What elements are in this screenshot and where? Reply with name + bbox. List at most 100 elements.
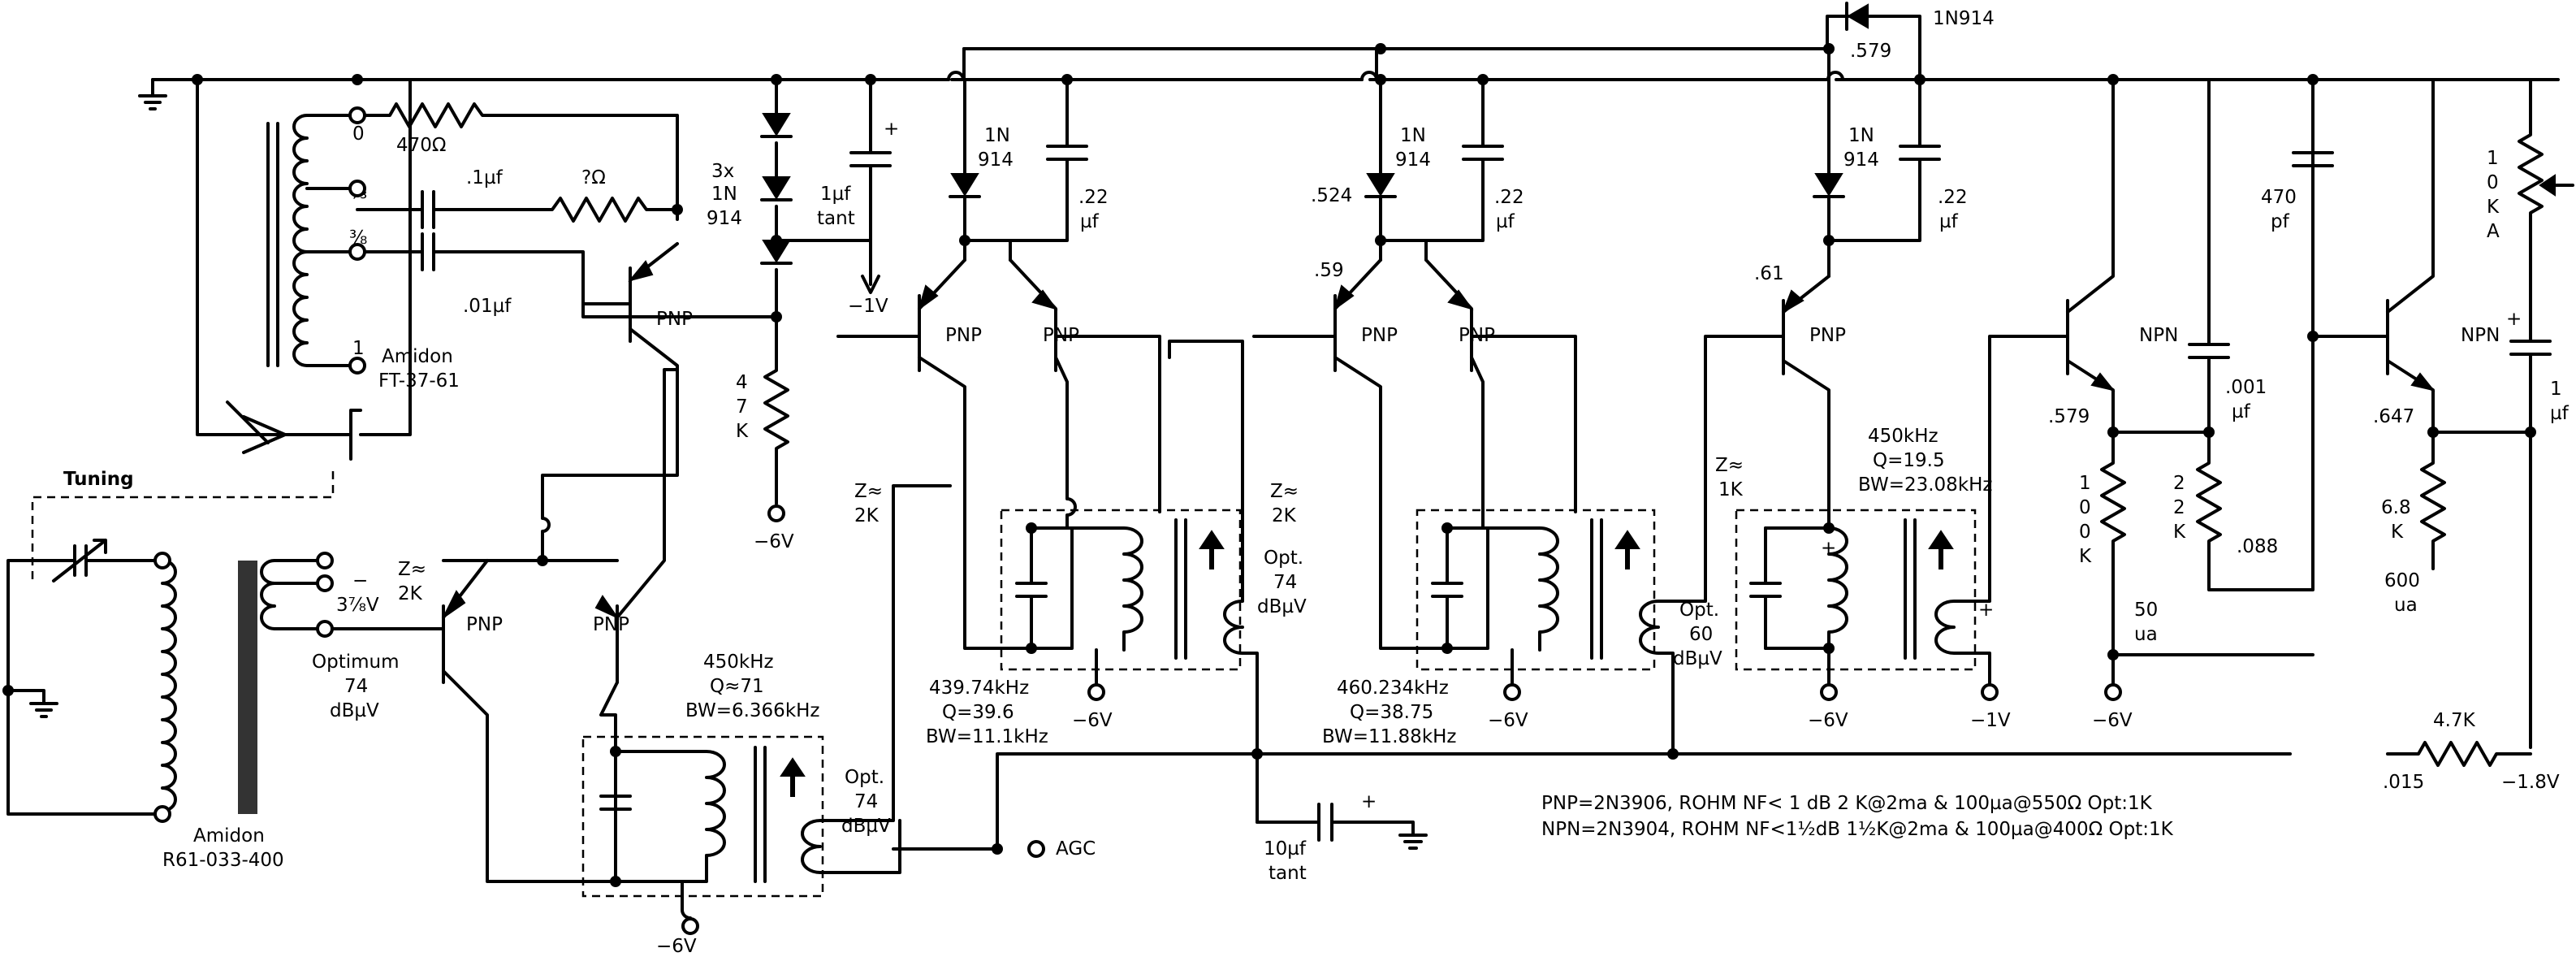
c470-label-1: 470 <box>2261 187 2297 208</box>
t4-plus-1: + <box>1821 538 1836 559</box>
r22k-label-3: K <box>2173 522 2186 543</box>
r100k-label-1: 1 <box>2079 473 2091 494</box>
cap-1uf-label-2: tant <box>817 208 855 229</box>
cap-1uf-tant <box>849 78 892 294</box>
t1-label-3: BW=6.366kHz <box>685 700 820 721</box>
pot-label-4: A <box>2487 221 2500 242</box>
diode-top-1n914 <box>1826 2 1921 81</box>
opt3-label-2: 60 <box>1689 624 1713 645</box>
pnp-input-right-label: PNP <box>593 614 629 635</box>
d1-label-2: 914 <box>978 149 1014 171</box>
opt3-label-3: dBµV <box>1673 648 1722 669</box>
npn-stage-1 <box>2066 78 2315 686</box>
r22k-label-2: 2 <box>2173 497 2185 518</box>
opt-74-label-1: Opt. <box>845 767 884 788</box>
pot-label-3: K <box>2487 197 2500 218</box>
input-tap-transformer <box>196 78 412 461</box>
r-unknown-label: ?Ω <box>581 167 606 188</box>
pnp-stage3-right: PNP <box>1459 325 1495 346</box>
minus-6v-label-f: −6V <box>2092 710 2133 731</box>
minus-6v-label-a: −6V <box>754 531 794 552</box>
c22-1-label-1: .22 <box>1078 187 1109 208</box>
i50-label-1: 50 <box>2134 600 2158 621</box>
t1-label-2: Q≈71 <box>710 676 764 697</box>
ground-rail <box>138 71 2560 110</box>
d3-label-1: 1N <box>1848 125 1874 146</box>
npn-2-label: NPN <box>2461 325 2500 346</box>
if2-transformer <box>1431 335 1785 756</box>
z1k-label-2: 1K <box>1718 479 1744 500</box>
resistor-47k <box>581 302 789 505</box>
z2k-2-label-2: 2K <box>1272 505 1297 526</box>
d2-label-2: 914 <box>1395 149 1431 171</box>
opt2-label-2: 74 <box>1273 572 1297 593</box>
pot-10ka <box>2386 78 2574 767</box>
pnp-diff-pair-input <box>323 368 679 883</box>
v59-label: .59 <box>1314 260 1344 281</box>
v378-label: 3⅞V <box>336 595 379 616</box>
r68k-label-1: 6.8 <box>2381 497 2411 518</box>
d1-label-1: 1N <box>984 125 1010 146</box>
amidon-r61-label-2: R61-033-400 <box>162 850 284 871</box>
t2-label-3: BW=11.1kHz <box>926 726 1048 747</box>
v61-label: .61 <box>1754 263 1784 284</box>
r47k-label-1: 4 <box>736 372 748 393</box>
t4-label-2: Q=19.5 <box>1873 450 1945 471</box>
pnp-stage2-right: PNP <box>1043 325 1079 346</box>
r22k-label-1: 2 <box>2173 473 2185 494</box>
t4-label-1: 450kHz <box>1868 426 1938 447</box>
cap-470pf <box>2292 78 2334 338</box>
if2-transformer-box <box>1416 509 1656 671</box>
v524-label: .524 <box>1311 185 1352 206</box>
v579-label: .579 <box>2048 406 2090 427</box>
r100k-label-2: 0 <box>2079 497 2091 518</box>
tap-0-label: 0 <box>352 123 365 145</box>
opt-74-label-2: 74 <box>854 791 878 812</box>
input-transformer-box <box>581 735 824 898</box>
npn-stage-2 <box>2311 78 2532 570</box>
amidon-ferrite-antenna <box>6 559 257 816</box>
r47k-label-2: 7 <box>736 396 748 418</box>
tap-1-label: 1 <box>352 338 365 359</box>
c22-2-label-2: µf <box>1496 211 1515 232</box>
r100k-label-4: K <box>2079 546 2092 567</box>
amidon-ft-label-2: FT-37-61 <box>378 370 460 392</box>
t4-label-3: BW=23.08kHz <box>1858 474 1993 496</box>
cap-1uf-label-1: 1µf <box>820 184 851 205</box>
c22-3-label-2: µf <box>1939 211 1959 232</box>
npn-1-label: NPN <box>2139 325 2178 346</box>
diode-3x-label-1: 3x <box>711 161 734 182</box>
cap-10uf-tant <box>1256 752 1428 850</box>
c470-label-2: pf <box>2271 211 2290 232</box>
junction-dots <box>2 43 2536 887</box>
secondary-coil <box>260 559 326 630</box>
cap-1uf-plus: + <box>884 119 899 140</box>
amidon-r61-label-1: Amidon <box>193 825 265 847</box>
v088-label: .088 <box>2237 536 2278 557</box>
v647-label: .647 <box>2373 406 2414 427</box>
c001-label-1: .001 <box>2225 377 2267 398</box>
opt3-label-1: Opt. <box>1679 600 1719 621</box>
agc-label: AGC <box>1056 838 1096 860</box>
stage3-diff-pair <box>1252 78 1577 650</box>
note-npn: NPN=2N3904, ROHM NF<1½dB 1½K@2ma & 100µa… <box>1541 819 2174 840</box>
zin-label-1: Z≈ <box>398 559 426 580</box>
t3-label-1: 460.234kHz <box>1337 678 1449 699</box>
i600-label-1: 600 <box>2384 570 2420 591</box>
cap-1uf-plus-2: + <box>2506 309 2522 330</box>
i600-label-2: ua <box>2394 595 2418 616</box>
c22-2-label-1: .22 <box>1494 187 1524 208</box>
cap-10uf-label-1: 10µf <box>1264 838 1307 860</box>
input-if-transformer <box>599 484 952 920</box>
note-pnp: PNP=2N3906, ROHM NF< 1 dB 2 K@2ma & 100µ… <box>1541 793 2153 814</box>
c001-label-2: µf <box>2232 401 2251 422</box>
r47k2-label: 4.7K <box>2433 710 2476 731</box>
t3-label-3: BW=11.88kHz <box>1322 726 1457 747</box>
r100k-label-3: 0 <box>2079 522 2091 543</box>
amidon-ft-label-1: Amidon <box>382 346 453 367</box>
pot-label-1: 1 <box>2487 148 2499 169</box>
diode-3x-label-2: 1N <box>711 184 737 205</box>
minus-sign: − <box>352 570 368 591</box>
i50-label-2: ua <box>2134 624 2158 645</box>
